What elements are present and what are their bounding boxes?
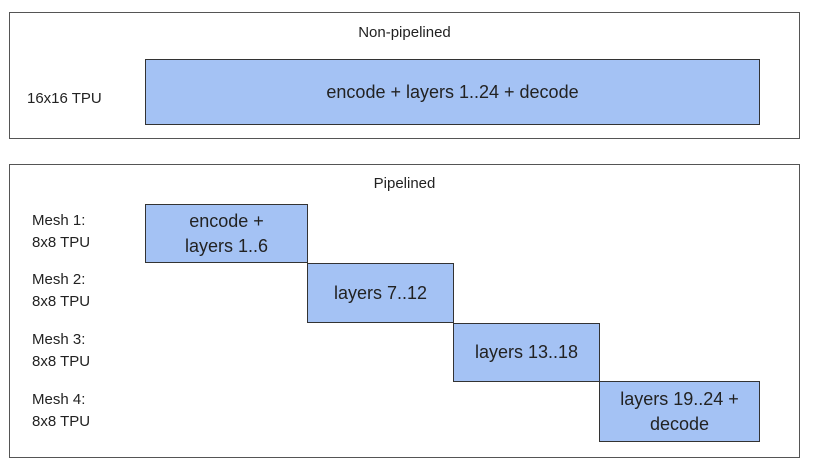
mesh-1-label: Mesh 1: 8x8 TPU xyxy=(32,212,91,251)
mesh-4-label: Mesh 4: 8x8 TPU xyxy=(32,391,91,430)
mesh-2-label: Mesh 2: 8x8 TPU xyxy=(32,271,91,310)
non-pipelined-block: encode + layers 1..24 + decode xyxy=(145,59,760,125)
mesh-3-block: layers 13..18 xyxy=(453,323,600,382)
mesh-4-block: layers 19..24 + decode xyxy=(599,381,760,442)
non-pipelined-title: Non-pipelined xyxy=(358,24,451,41)
pipelined-title: Pipelined xyxy=(373,175,436,192)
non-pipelined-panel: Non-pipelined 16x16 TPU encode + layers … xyxy=(9,12,800,139)
non-pipelined-row-label: 16x16 TPU xyxy=(27,90,102,107)
mesh-2-block: layers 7..12 xyxy=(307,263,454,323)
mesh-1-block: encode + layers 1..6 xyxy=(145,204,308,263)
mesh-3-label: Mesh 3: 8x8 TPU xyxy=(32,331,91,370)
pipelined-panel: Pipelined Mesh 1: 8x8 TPU encode + layer… xyxy=(9,164,800,458)
